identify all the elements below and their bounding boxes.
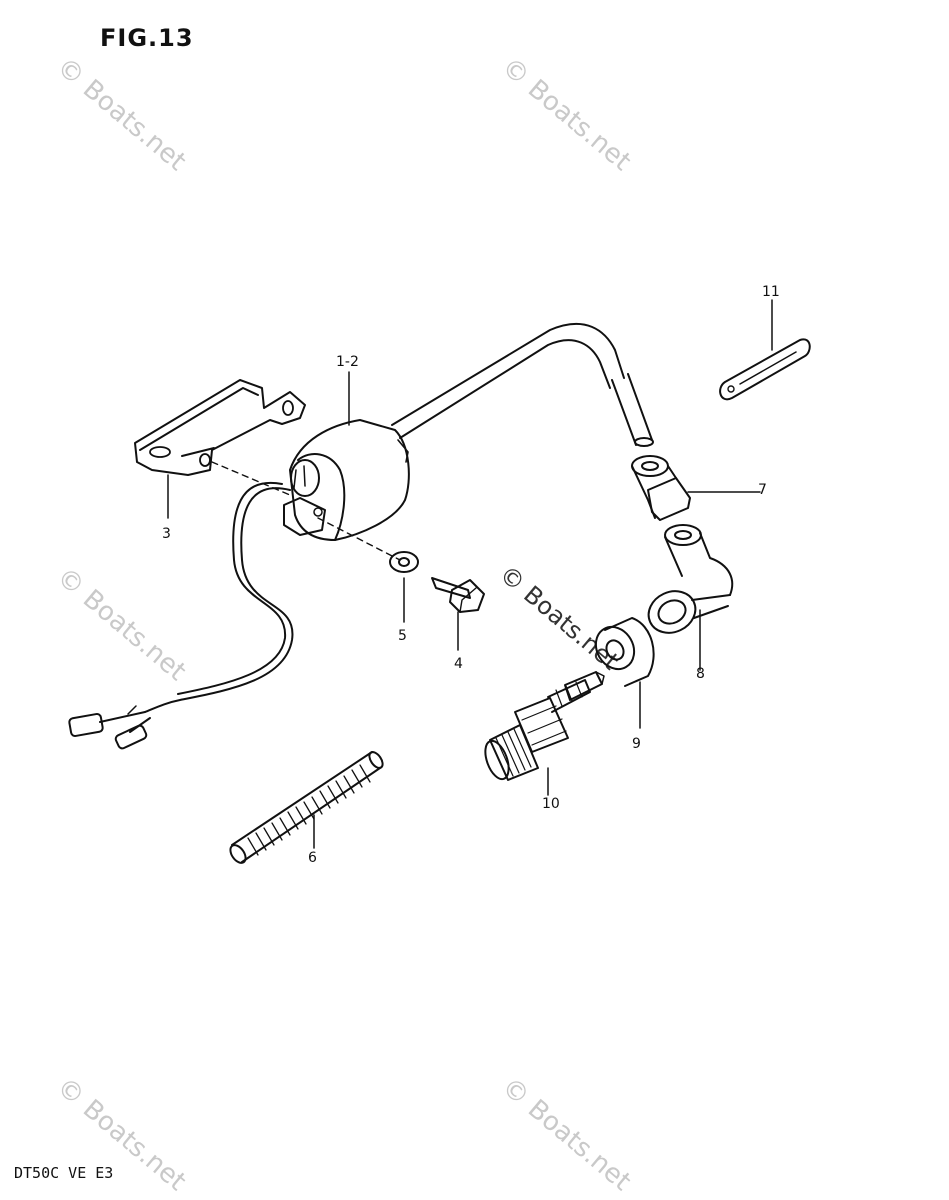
bolt (431, 577, 485, 651)
callout-label-4: 4 (454, 656, 463, 672)
rubber-cap (594, 617, 655, 729)
callout-label-3: 3 (162, 526, 171, 542)
primary-wire (68, 481, 294, 750)
plug-cap-connector (631, 455, 761, 521)
callout-label-1-2: 1-2 (336, 354, 359, 370)
spark-plug-cap (647, 524, 734, 671)
callout-label-10: 10 (542, 796, 560, 812)
cable-clamp (719, 299, 811, 401)
alignment-lines (211, 461, 401, 561)
callout-label-5: 5 (398, 628, 407, 644)
callout-label-9: 9 (632, 736, 641, 752)
figure-title: FIG.13 (100, 24, 194, 52)
ignition-coil (283, 371, 410, 541)
protector-sleeve (229, 751, 384, 864)
model-code: DT50C VE E3 (14, 1164, 114, 1182)
high-tension-lead (391, 322, 654, 447)
callout-label-11: 11 (762, 284, 780, 300)
callout-label-7: 7 (758, 482, 767, 498)
callout-label-8: 8 (696, 666, 705, 682)
callout-label-6: 6 (308, 850, 317, 866)
washer (389, 551, 419, 623)
ignition-coil-bracket (134, 379, 306, 519)
spark-plug (484, 671, 605, 796)
